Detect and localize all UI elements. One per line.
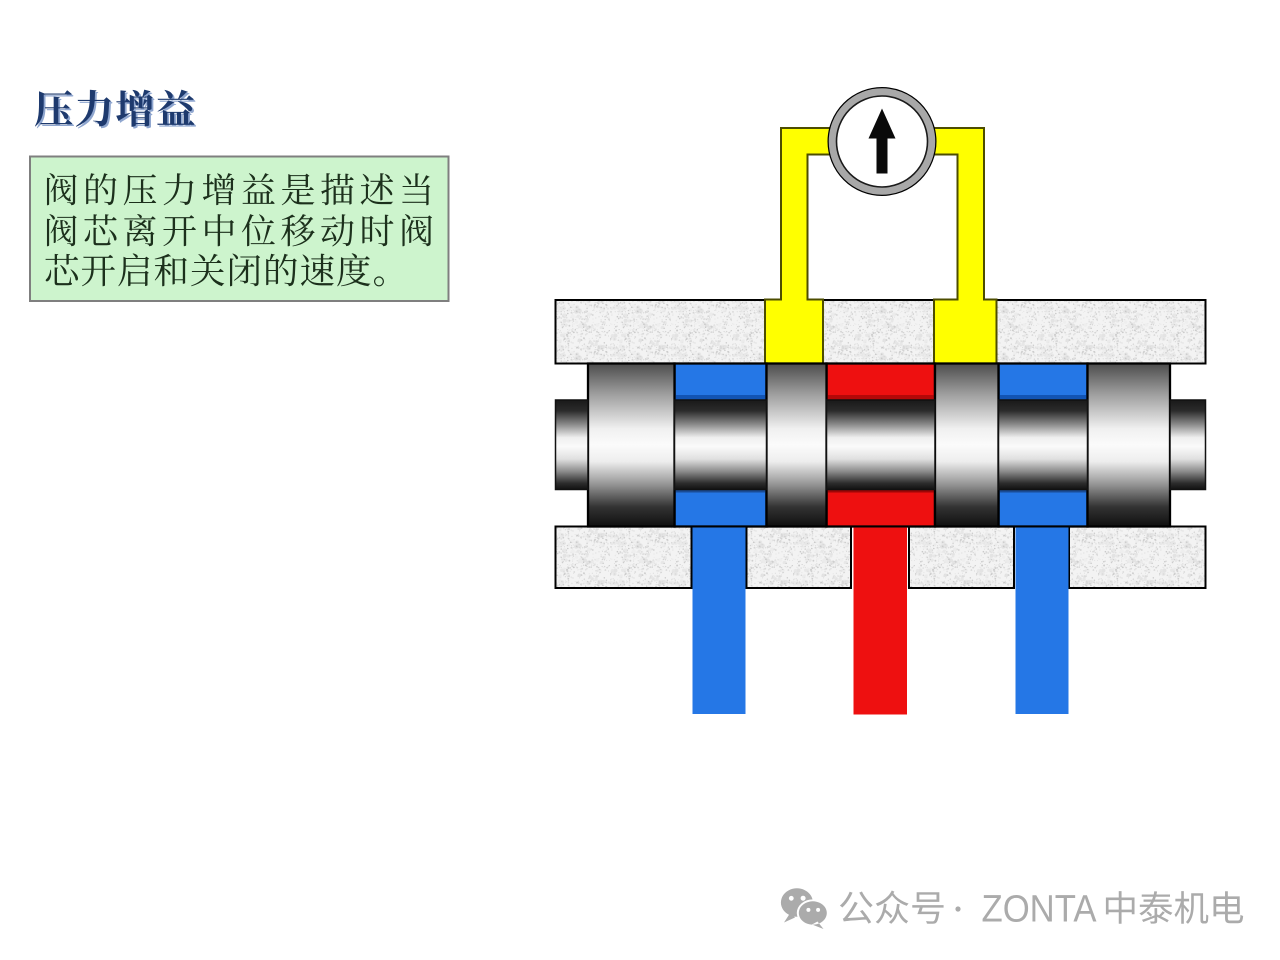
svg-text:ZONTA: ZONTA: [982, 889, 1098, 931]
